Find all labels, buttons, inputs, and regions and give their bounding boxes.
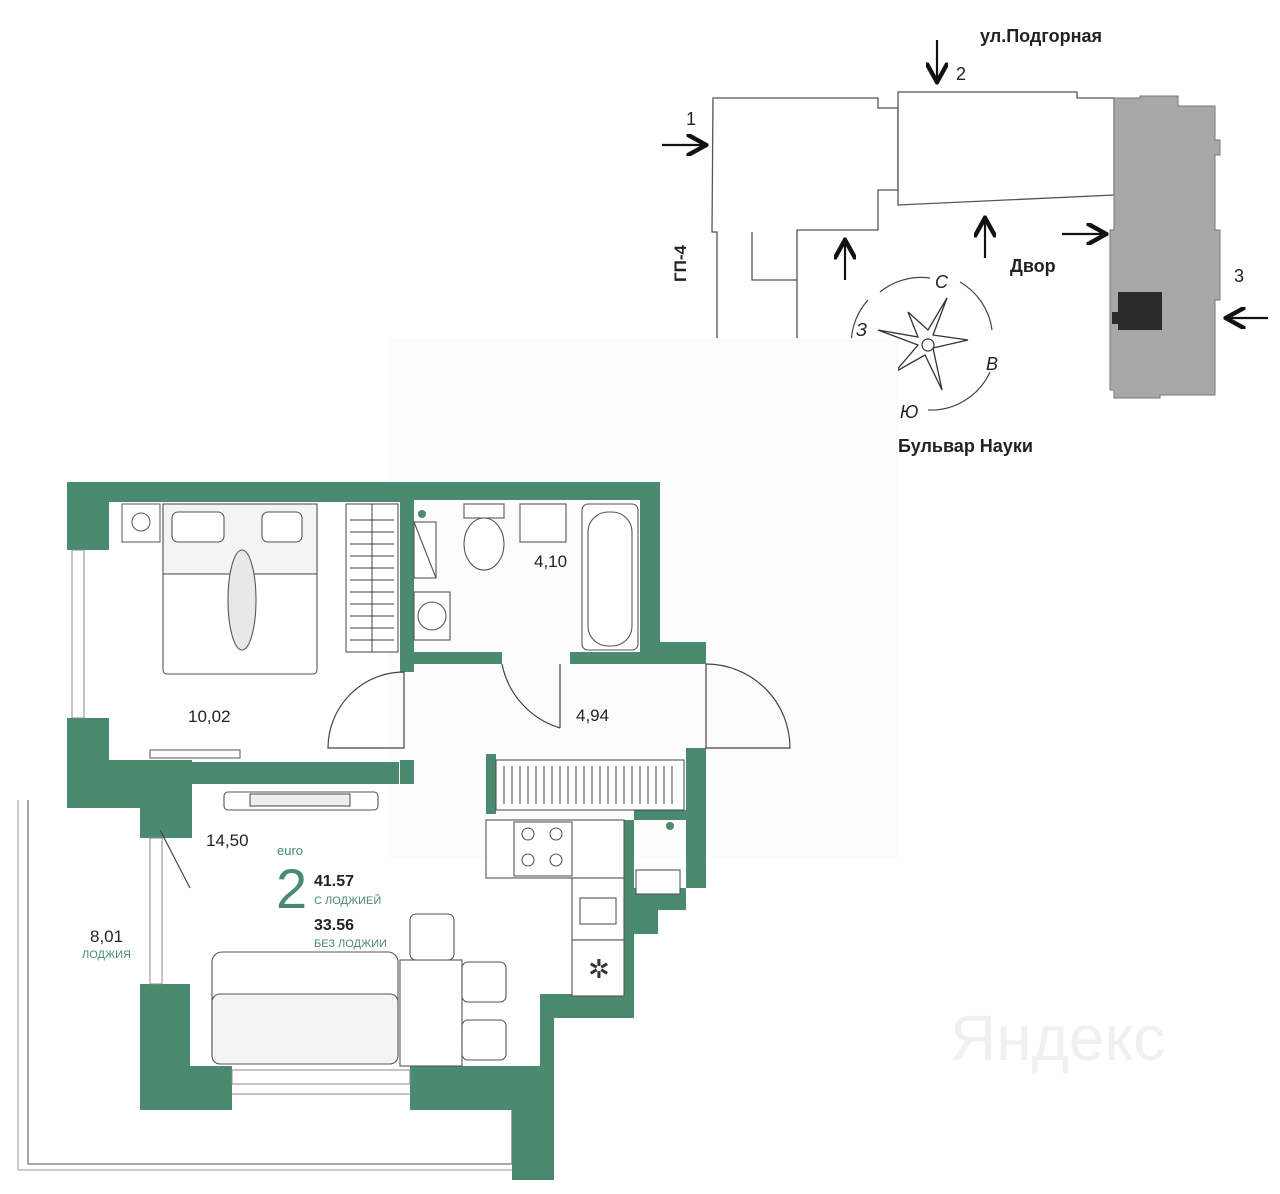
bedroom-area: 10,02 — [188, 707, 231, 726]
building-dark-block — [1118, 292, 1162, 330]
walls — [67, 482, 706, 1180]
floor-plan: ✲ 10,02 4,10 4,94 14,50 8,01 ЛОДЖИЯ euro… — [17, 482, 791, 1180]
bed — [162, 503, 318, 675]
svg-text:✲: ✲ — [588, 954, 610, 984]
bathroom-area: 4,10 — [534, 552, 567, 571]
street-bottom-label: Бульвар Науки — [898, 436, 1033, 456]
doors — [159, 663, 791, 889]
apartment-summary: euro 2 41.57 С ЛОДЖИЕЙ 33.56 БЕЗ ЛОДЖИИ — [276, 843, 387, 950]
kitchen: ✲ — [485, 819, 681, 997]
compass-south: Ю — [900, 402, 918, 422]
compass-east: В — [986, 354, 998, 374]
yard-label: Двор — [1010, 256, 1056, 276]
living-furniture — [211, 791, 507, 1067]
without-loggia-caption: БЕЗ ЛОДЖИИ — [314, 938, 387, 950]
windows — [71, 549, 411, 1095]
entrance-number-3: 3 — [1234, 266, 1244, 286]
entrance-number-1: 1 — [686, 109, 696, 129]
radiator — [495, 759, 685, 811]
building-grey — [1109, 95, 1221, 399]
entrance-number-2: 2 — [956, 64, 966, 84]
hall-area: 4,94 — [576, 706, 609, 725]
building-gp4-outline — [711, 97, 899, 346]
loggia-label: ЛОДЖИЯ — [82, 949, 131, 961]
building-middle-outline — [897, 91, 1115, 206]
compass-north: С — [935, 272, 949, 292]
bedroom-desk — [149, 749, 241, 759]
bathroom-fixtures — [413, 503, 639, 651]
area-with-loggia: 41.57 — [314, 873, 354, 890]
rooms-count: 2 — [276, 857, 307, 920]
watermark: Яндекс — [950, 1002, 1165, 1074]
area-without-loggia: 33.56 — [314, 917, 354, 934]
wardrobe — [345, 503, 399, 653]
compass-rose: С В Ю З — [850, 272, 998, 422]
site-plan: 1 2 3 ул.Подгорная Бульвар Науки Двор ГП… — [662, 26, 1268, 456]
building-gp4-label: ГП-4 — [671, 244, 690, 282]
compass-west: З — [856, 320, 867, 340]
loggia-area: 8,01 — [90, 927, 123, 946]
with-loggia-caption: С ЛОДЖИЕЙ — [314, 894, 381, 907]
street-top-label: ул.Подгорная — [980, 26, 1102, 46]
living-area: 14,50 — [206, 831, 249, 850]
apartment-type: euro — [277, 843, 303, 858]
